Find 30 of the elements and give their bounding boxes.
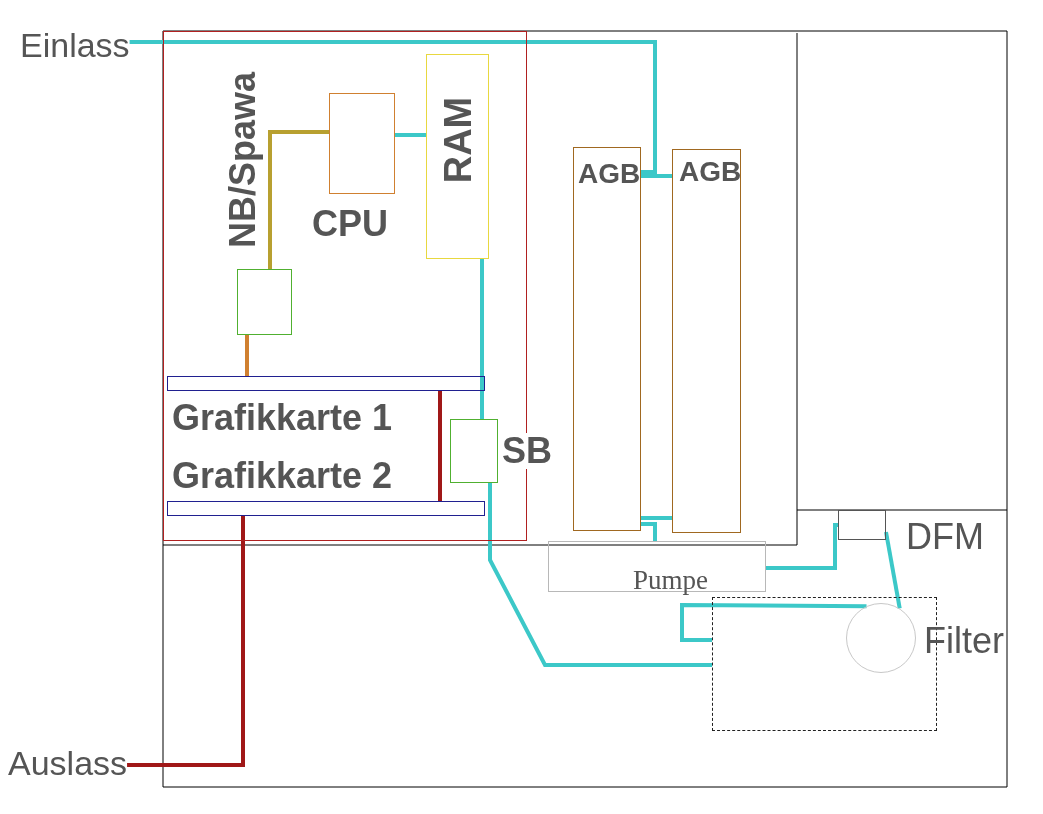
tube <box>395 133 426 137</box>
tube <box>480 259 484 419</box>
component-label: DFM <box>906 519 984 555</box>
component-label: Filter <box>924 623 1004 659</box>
component-label: CPU <box>312 206 388 242</box>
tube <box>641 174 672 178</box>
reservoir-tube <box>672 149 741 533</box>
tube <box>129 40 657 174</box>
component-label: AGB <box>679 158 742 186</box>
tube <box>127 516 245 767</box>
tube <box>766 523 838 570</box>
tube <box>268 130 329 269</box>
tube <box>641 516 672 520</box>
component-label: Grafikkarte 1 <box>172 400 393 436</box>
component-label: NB/Spawa <box>225 72 261 248</box>
tube <box>245 335 249 376</box>
inlet-label: Einlass <box>20 28 130 62</box>
tube <box>488 483 712 667</box>
component-label: Grafikkarte 2 <box>172 458 393 494</box>
component-label: RAM <box>439 96 477 184</box>
tube <box>680 603 867 642</box>
reservoir-tube <box>573 147 641 531</box>
outlet-label: Auslass <box>8 746 128 780</box>
component-label: Pumpe <box>633 567 708 594</box>
tube <box>884 531 902 609</box>
component-label: AGB <box>578 160 641 188</box>
ram-block <box>426 54 489 259</box>
tube <box>438 391 442 501</box>
component-label: SB <box>502 433 552 469</box>
tube <box>641 522 657 541</box>
